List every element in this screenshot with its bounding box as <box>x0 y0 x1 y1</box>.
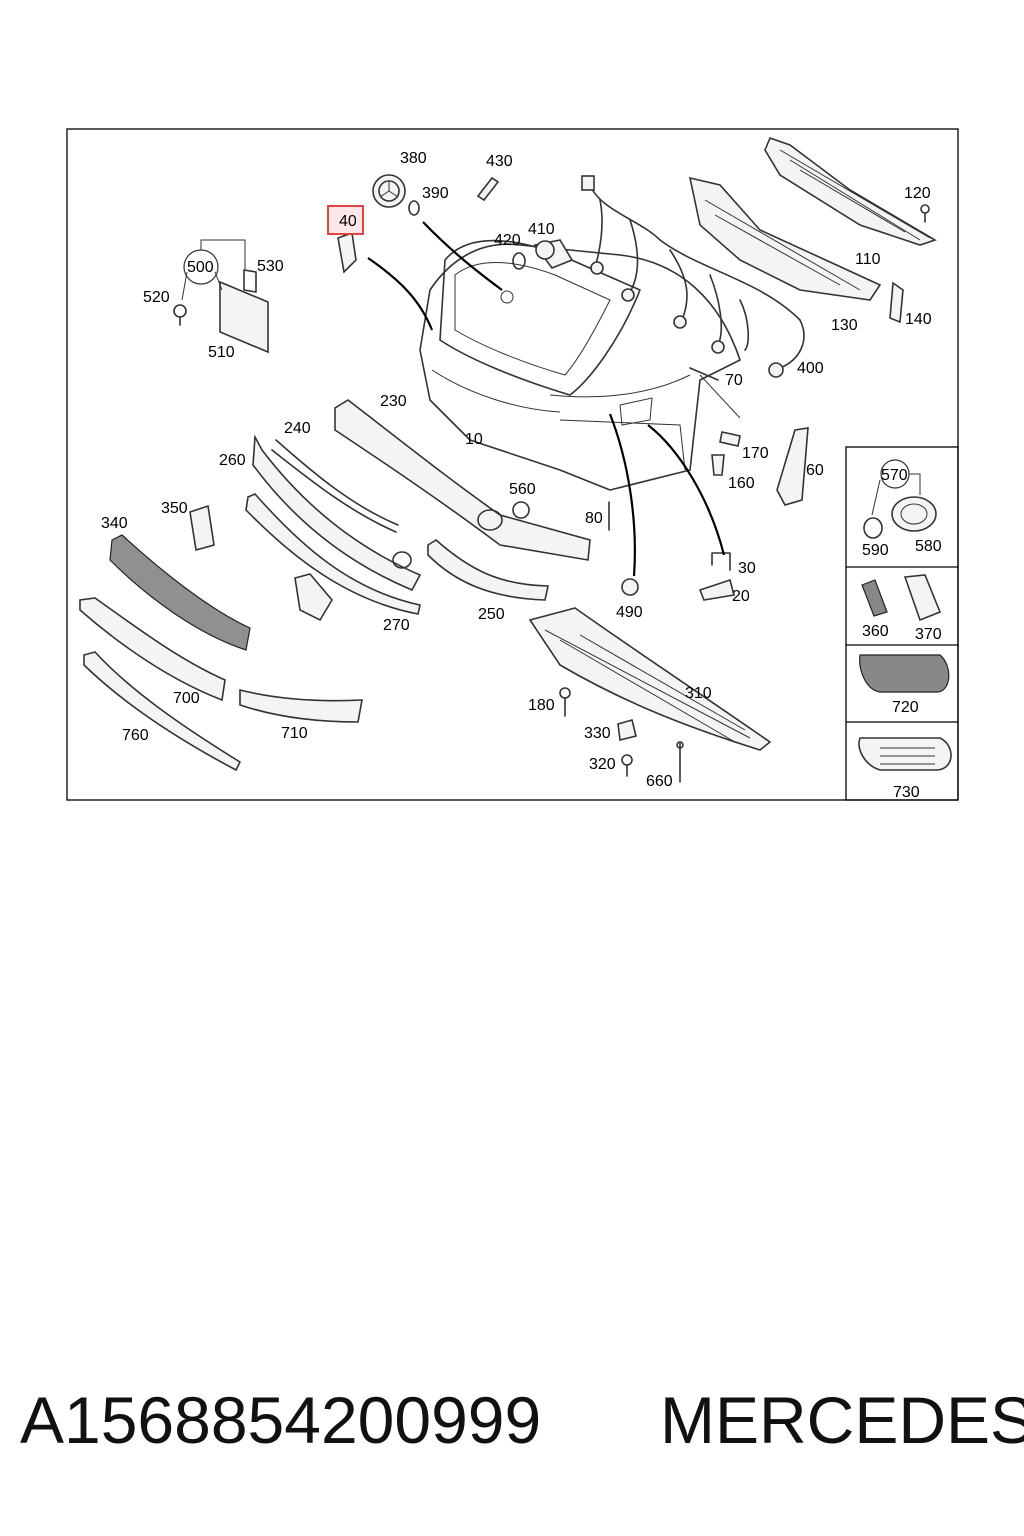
callout-530[interactable]: 530 <box>257 258 284 275</box>
callout-80[interactable]: 80 <box>585 510 603 527</box>
callout-580[interactable]: 580 <box>915 538 942 555</box>
clip-30-part[interactable] <box>711 552 731 571</box>
bracket-350-part[interactable] <box>189 504 333 622</box>
callout-490[interactable]: 490 <box>616 604 643 621</box>
callout-410[interactable]: 410 <box>528 221 555 238</box>
callout-760[interactable]: 760 <box>122 727 149 744</box>
sensor-410-part[interactable] <box>533 239 574 269</box>
bracket-60-part[interactable] <box>776 427 809 506</box>
ring-420-part[interactable] <box>512 252 526 270</box>
grille-340-part[interactable] <box>109 534 251 651</box>
trim-strip-250-part[interactable] <box>427 539 549 601</box>
callout-60[interactable]: 60 <box>806 462 824 479</box>
callout-labels: 10 20 30 40 60 70 80 110 120 130 140 160… <box>101 150 942 801</box>
trim-strip-240-part[interactable] <box>271 439 399 533</box>
strip-70-part[interactable] <box>689 367 719 381</box>
clip-330-part[interactable] <box>617 719 637 741</box>
callout-170[interactable]: 170 <box>742 445 769 462</box>
bracket-560-part[interactable] <box>512 501 530 519</box>
underbody-panel-part[interactable] <box>528 607 772 751</box>
callout-140[interactable]: 140 <box>905 311 932 328</box>
callout-570[interactable]: 570 <box>881 467 908 484</box>
lower-strip-710-part[interactable] <box>239 688 363 723</box>
brand-text: MERCEDES <box>660 1383 1024 1457</box>
inset-cover-570-part[interactable] <box>871 459 921 516</box>
callout-420[interactable]: 420 <box>494 232 521 249</box>
callout-510[interactable]: 510 <box>208 344 235 361</box>
bumper-cover-part[interactable] <box>419 239 741 491</box>
strip-140-part[interactable] <box>889 281 904 324</box>
inset-frame-730-part[interactable] <box>858 737 952 771</box>
fastener-170-part[interactable] <box>719 431 741 447</box>
callout-120[interactable]: 120 <box>904 185 931 202</box>
pin-660-part[interactable] <box>676 741 684 783</box>
callout-270[interactable]: 270 <box>383 617 410 634</box>
callout-390[interactable]: 390 <box>422 185 449 202</box>
bumper-beam-part[interactable] <box>688 136 937 301</box>
callout-500[interactable]: 500 <box>187 259 214 276</box>
inset-grille-720-part[interactable] <box>859 654 950 693</box>
inset-panels <box>845 446 959 801</box>
lower-strip-760-part[interactable] <box>83 651 242 772</box>
callout-30[interactable]: 30 <box>738 560 756 577</box>
inset-frame-370-part[interactable] <box>903 574 942 622</box>
grille-270-part[interactable] <box>245 493 421 615</box>
diagram-frame <box>66 128 959 801</box>
callout-20[interactable]: 20 <box>732 588 750 605</box>
lower-strip-700-part[interactable] <box>79 597 226 702</box>
callout-260[interactable]: 260 <box>219 452 246 469</box>
inset-ring-580-part[interactable] <box>891 496 937 532</box>
wiring-harness-part[interactable] <box>581 175 805 378</box>
highlight-box <box>327 205 364 235</box>
footer: A1568854200999 MERCEDES <box>0 1376 1024 1476</box>
cover-cap-40-part[interactable] <box>337 231 357 274</box>
callout-240[interactable]: 240 <box>284 420 311 437</box>
callout-330[interactable]: 330 <box>584 725 611 742</box>
callout-700[interactable]: 700 <box>173 690 200 707</box>
callout-380[interactable]: 380 <box>400 150 427 167</box>
callout-130[interactable]: 130 <box>831 317 858 334</box>
callout-110[interactable]: 110 <box>855 251 881 268</box>
callout-730[interactable]: 730 <box>893 784 920 801</box>
callout-350[interactable]: 350 <box>161 500 188 517</box>
callout-560[interactable]: 560 <box>509 481 536 498</box>
callout-40[interactable]: 40 <box>339 213 357 230</box>
callout-160[interactable]: 160 <box>728 475 755 492</box>
callout-660[interactable]: 660 <box>646 773 673 790</box>
callout-370[interactable]: 370 <box>915 626 942 643</box>
callout-320[interactable]: 320 <box>589 756 616 773</box>
part-number-text: A1568854200999 <box>20 1383 542 1457</box>
callout-360[interactable]: 360 <box>862 623 889 640</box>
trim-strip-230-part[interactable] <box>334 399 591 561</box>
emblem-380-part[interactable] <box>372 174 406 208</box>
spacer-390-part[interactable] <box>408 200 420 216</box>
callout-340[interactable]: 340 <box>101 515 128 532</box>
callout-710[interactable]: 710 <box>281 725 308 742</box>
fastener-160-part[interactable] <box>711 454 725 476</box>
sensor-490-part[interactable] <box>621 578 639 596</box>
parts-diagram: 10 20 30 40 60 70 80 110 120 130 140 160… <box>66 128 959 801</box>
callout-590[interactable]: 590 <box>862 542 889 559</box>
callout-430[interactable]: 430 <box>486 153 513 170</box>
callout-250[interactable]: 250 <box>478 606 505 623</box>
cap-20-part[interactable] <box>698 578 735 601</box>
callout-180[interactable]: 180 <box>528 697 555 714</box>
bolt-180-part[interactable] <box>559 687 571 717</box>
callout-400[interactable]: 400 <box>797 360 824 377</box>
bolt-120-part[interactable] <box>920 204 930 223</box>
inset-grille-360-part[interactable] <box>861 579 888 617</box>
callout-10[interactable]: 10 <box>465 431 483 448</box>
callout-310[interactable]: 310 <box>685 685 712 702</box>
clip-430-part[interactable] <box>476 176 500 202</box>
callout-520[interactable]: 520 <box>143 289 170 306</box>
license-plate-bracket-part[interactable] <box>173 239 269 354</box>
screw-320-part[interactable] <box>621 754 633 777</box>
trim-strip-260-part[interactable] <box>252 434 422 592</box>
callout-720[interactable]: 720 <box>892 699 919 716</box>
callout-70[interactable]: 70 <box>725 372 743 389</box>
inset-ring-590-part[interactable] <box>863 517 883 539</box>
callout-230[interactable]: 230 <box>380 393 407 410</box>
leader-lines <box>367 221 741 577</box>
